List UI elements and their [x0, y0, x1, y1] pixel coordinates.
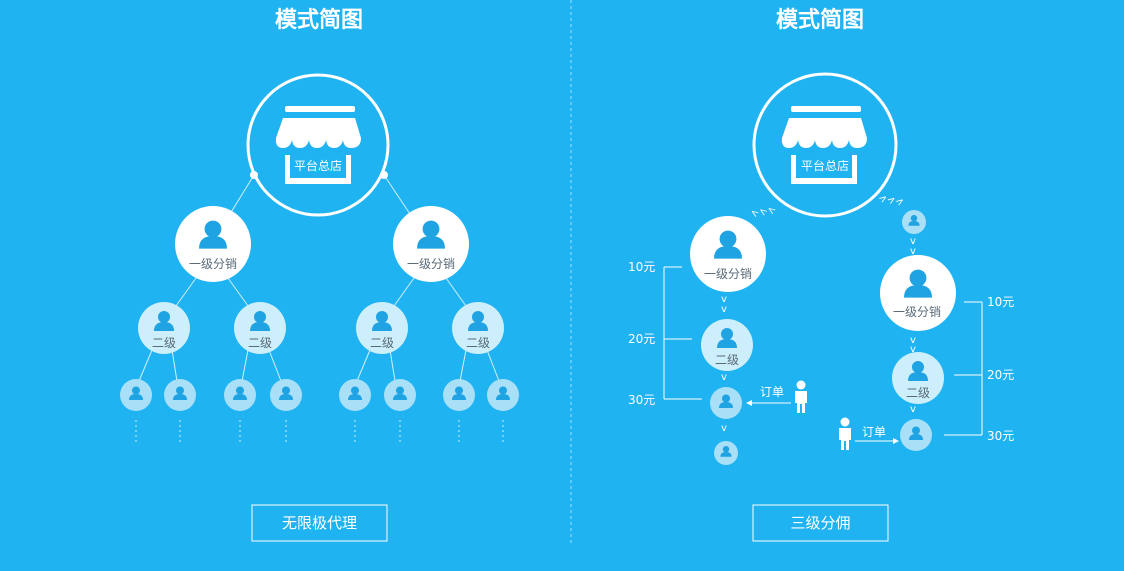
left-level2-label: 二级	[370, 336, 394, 350]
left-level3-nodes	[120, 379, 519, 411]
commission-30-left: 30元	[628, 393, 655, 407]
right-level1-node-left: 一级分销	[690, 216, 766, 292]
svg-text:v: v	[910, 404, 916, 415]
left-level2-node: 二级	[452, 302, 504, 354]
order-label-right: 订单	[862, 425, 886, 439]
left-level2-node: 二级	[356, 302, 408, 354]
right-level4-node-left	[714, 441, 738, 465]
left-level2-node: 二级	[138, 302, 190, 354]
shop-awning-icon	[275, 106, 361, 184]
right-level2-node-right: 二级	[892, 352, 944, 404]
left-level1-label: 一级分销	[189, 257, 237, 271]
three-level-commission-button[interactable]: 三级分佣	[752, 504, 889, 542]
left-connectors	[138, 174, 500, 382]
commission-20-left: 20元	[628, 332, 655, 346]
commission-30-right: 30元	[987, 429, 1014, 443]
left-level2-node: 二级	[234, 302, 286, 354]
svg-text:v: v	[721, 304, 727, 315]
right-store-label: 平台总店	[801, 158, 849, 173]
right-level3-node-right	[900, 419, 932, 451]
order-arrow-left	[746, 400, 791, 406]
left-level2-label: 二级	[248, 336, 272, 350]
svg-text:v: v	[910, 335, 916, 346]
right-level2-node-left: 二级	[701, 319, 753, 371]
right-level1-label: 一级分销	[893, 305, 941, 319]
left-level1-node: 一级分销	[175, 206, 251, 282]
right-level3-node-left	[710, 387, 742, 419]
svg-text:v: v	[721, 294, 727, 305]
right-top-small-node	[902, 210, 926, 234]
svg-text:v: v	[721, 372, 727, 383]
right-level2-label: 二级	[715, 353, 739, 367]
left-level3-node	[270, 379, 302, 411]
unlimited-agent-button[interactable]: 无限极代理	[251, 504, 388, 542]
left-level3-node	[164, 379, 196, 411]
unlimited-agent-button-label: 无限极代理	[282, 514, 357, 532]
left-store-label: 平台总店	[294, 158, 342, 173]
flow-chevrons: < < < > > > v v v v v v v v v	[721, 192, 916, 434]
buyer-figure-icon	[839, 417, 851, 450]
left-level3-node	[224, 379, 256, 411]
svg-text:v: v	[910, 236, 916, 247]
left-level3-node	[120, 379, 152, 411]
three-level-commission-button-label: 三级分佣	[790, 514, 850, 532]
left-level3-node	[443, 379, 475, 411]
right-title: 模式简图	[776, 7, 864, 33]
left-level1-label: 一级分销	[407, 257, 455, 271]
left-level3-node	[487, 379, 519, 411]
left-level3-node	[339, 379, 371, 411]
svg-text:v: v	[721, 423, 727, 434]
right-level1-node-right: 一级分销	[880, 255, 956, 331]
shop-awning-icon	[781, 106, 867, 184]
right-level2-label: 二级	[906, 386, 930, 400]
svg-text:v: v	[910, 246, 916, 257]
left-level1-node: 一级分销	[393, 206, 469, 282]
right-store-node: 平台总店	[752, 72, 898, 218]
svg-text:<: <	[764, 204, 777, 218]
commission-10-right: 10元	[987, 295, 1014, 309]
commission-bracket-right	[944, 301, 983, 436]
left-level3-node	[384, 379, 416, 411]
buyer-figure-icon	[795, 380, 807, 413]
commission-bracket-left	[663, 266, 702, 400]
left-title: 模式简图	[275, 7, 363, 33]
left-level2-label: 二级	[466, 336, 490, 350]
svg-text:v: v	[910, 344, 916, 355]
left-continuation-dots	[135, 420, 504, 442]
order-label-left: 订单	[760, 385, 784, 399]
commission-20-right: 20元	[987, 368, 1014, 382]
left-level2-label: 二级	[152, 336, 176, 350]
order-arrow-right	[855, 438, 899, 444]
svg-text:>: >	[894, 195, 907, 209]
right-level1-label: 一级分销	[704, 267, 752, 281]
left-store-node: 平台总店	[246, 73, 390, 217]
commission-10-left: 10元	[628, 260, 655, 274]
